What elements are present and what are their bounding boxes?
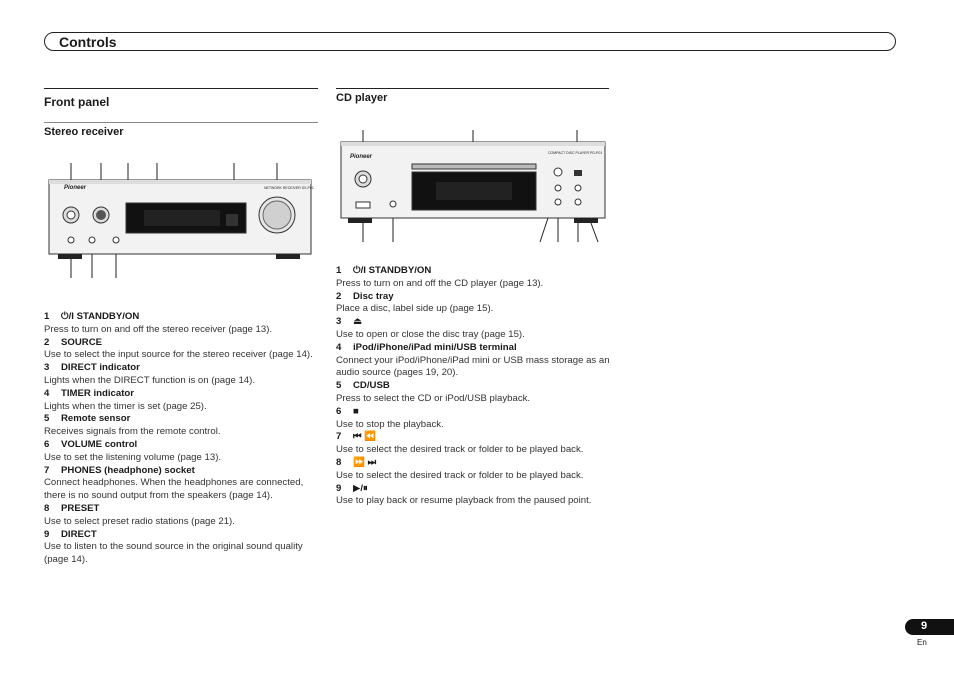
svg-text:Pioneer: Pioneer: [350, 154, 373, 160]
header-bar: Controls: [44, 32, 896, 51]
language-label: En: [917, 638, 927, 647]
section-rule-cd: [336, 88, 609, 89]
list-item: 6■Use to stop the playback.: [336, 405, 444, 430]
list-item: 3⏏Use to open or close the disc tray (pa…: [336, 316, 525, 340]
page-title: Controls: [59, 34, 117, 50]
stereo-receiver-illustration: Pioneer NETWORK RECEIVER SX-P01: [48, 163, 314, 278]
list-item: 7⏮ ⏪Use to select the desired track or f…: [336, 431, 584, 456]
cd-player-illustration: Pioneer COMPACT DISC PLAYER PD-P01: [340, 130, 606, 243]
cd-player-title: CD player: [336, 92, 388, 104]
svg-text:COMPACT DISC PLAYER PD-P01: COMPACT DISC PLAYER PD-P01: [548, 151, 602, 155]
page-number-tab: 9: [905, 619, 954, 635]
page-number: 9: [920, 620, 928, 632]
stereo-receiver-heading: Stereo receiver: [44, 126, 124, 138]
list-item: 9▶/⏸Use to play back or resume playback …: [336, 482, 592, 507]
svg-text:NETWORK RECEIVER SX-P01: NETWORK RECEIVER SX-P01: [264, 186, 314, 190]
svg-text:Pioneer: Pioneer: [64, 185, 87, 191]
subsection-rule: [44, 122, 318, 123]
section-rule: [44, 88, 318, 89]
front-panel-title: Front panel: [44, 95, 110, 109]
list-item: 8⏩ ⏭Use to select the desired track or f…: [336, 456, 584, 481]
